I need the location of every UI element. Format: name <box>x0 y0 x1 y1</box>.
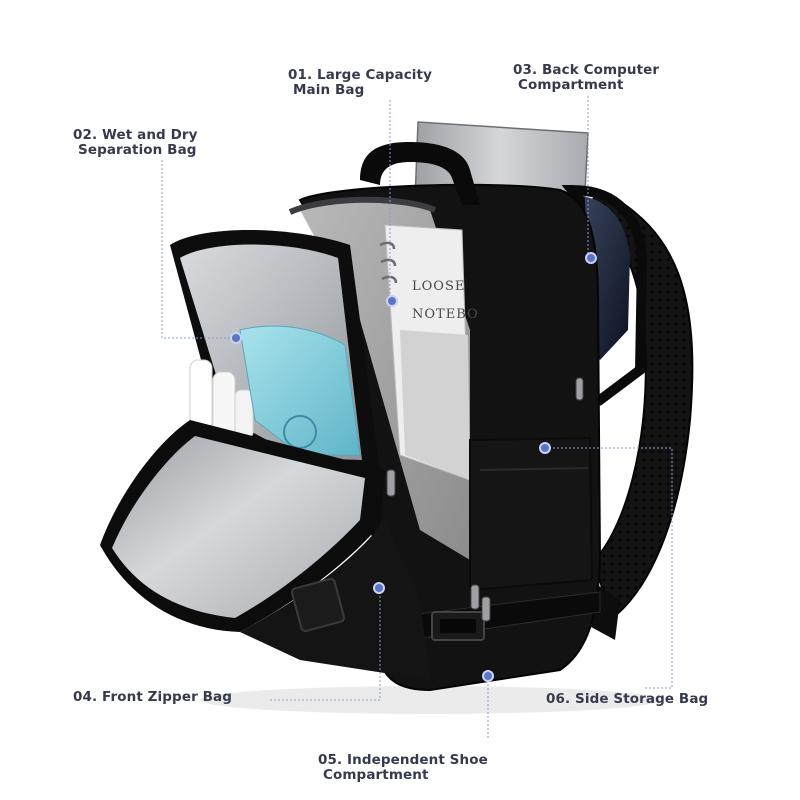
label-side-storage-line1: 06. Side Storage Bag <box>546 691 709 707</box>
label-wet-dry: 02. Wet and Dry Separation Bag <box>73 128 198 158</box>
label-side-storage: 06. Side Storage Bag <box>546 692 708 707</box>
buckle-slot <box>440 619 476 633</box>
label-large-capacity: 01. Large Capacity Main Bag <box>288 68 432 98</box>
label-wet-dry-line2: Separation Bag <box>78 142 197 158</box>
label-back-computer-line2: Compartment <box>518 77 624 93</box>
notebook-title-1: LOOSE <box>412 279 465 294</box>
spiral-rings <box>379 241 398 284</box>
back-panel-edge <box>561 184 648 406</box>
notebook-title-2: NOTEBO <box>412 307 479 322</box>
front-flap-lining <box>112 436 365 618</box>
label-shoe: 05. Independent Shoe Compartment <box>318 753 488 783</box>
label-back-computer: 03. Back Computer Compartment <box>513 63 659 93</box>
label-front-zipper: 04. Front Zipper Bag <box>73 690 232 705</box>
pocket-seam <box>479 467 589 471</box>
callout-dots <box>230 252 597 682</box>
label-front-zipper-line1: 04. Front Zipper Bag <box>73 689 232 705</box>
label-large-capacity-line2: Main Bag <box>293 82 365 98</box>
label-shoe-line1: 05. Independent Shoe <box>318 752 488 768</box>
zipper-pulls <box>386 377 584 622</box>
leader-lines <box>161 96 673 740</box>
label-large-capacity-line1: 01. Large Capacity <box>288 67 432 83</box>
floor-shadow <box>200 686 660 714</box>
toiletries <box>189 325 361 456</box>
side-buckle <box>290 577 346 633</box>
front-pocket <box>469 436 594 592</box>
main-compartment-rim <box>288 196 437 215</box>
label-back-computer-line1: 03. Back Computer <box>513 62 660 78</box>
notebook-shadow-page <box>400 330 470 480</box>
label-wet-dry-line1: 02. Wet and Dry <box>73 127 198 143</box>
label-shoe-line2: Compartment <box>323 767 429 783</box>
